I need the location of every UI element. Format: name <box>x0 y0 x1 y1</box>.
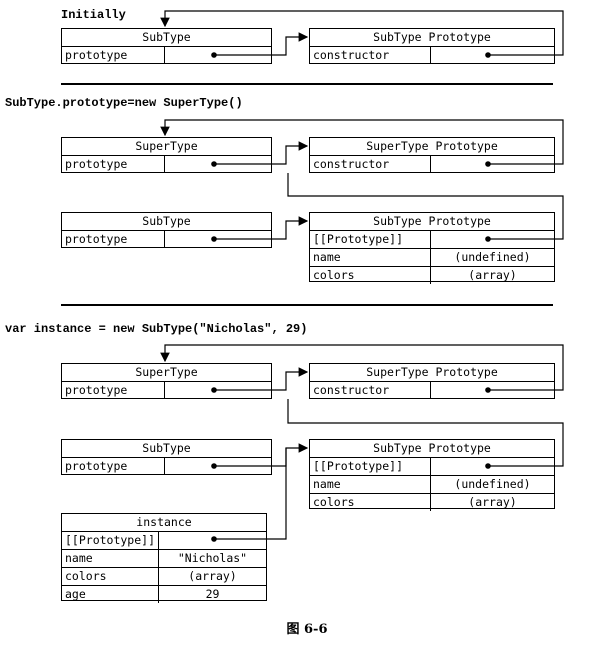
box-title: SuperType Prototype <box>310 364 554 382</box>
field-label: colors <box>310 267 431 284</box>
box-title: SubType <box>62 29 271 47</box>
field-value: "Nicholas" <box>177 551 248 565</box>
field-value: 29 <box>205 587 220 601</box>
box-title: instance <box>62 514 266 532</box>
prototype-pointer <box>214 443 309 467</box>
proto-link-pointer <box>287 173 564 240</box>
field-label: prototype <box>62 231 165 248</box>
subtype-prototype-box: SubType Prototype constructor <box>309 28 555 64</box>
box-title: SuperType <box>62 364 271 382</box>
heading-initially: Initially <box>61 8 126 22</box>
field-label: [[Prototype]] <box>62 532 159 549</box>
subtype-box: SubType prototype <box>61 212 272 248</box>
heading-prototype-assignment: SubType.prototype=new SuperType() <box>5 96 243 110</box>
instance-proto-pointer <box>214 448 287 540</box>
field-label: constructor <box>310 156 431 173</box>
heading-instance-creation: var instance = new SubType("Nicholas", 2… <box>5 322 308 336</box>
field-label: name <box>62 550 159 567</box>
field-label: [[Prototype]] <box>310 458 431 475</box>
field-label: prototype <box>62 458 165 475</box>
field-label: prototype <box>62 156 165 173</box>
proto-link-pointer <box>287 399 564 467</box>
section-divider <box>61 83 553 85</box>
subtype-box: SubType prototype <box>61 439 272 475</box>
field-label: age <box>62 586 159 603</box>
subtype-box: SubType prototype <box>61 28 272 64</box>
box-title: SuperType Prototype <box>310 138 554 156</box>
field-value: (array) <box>468 268 517 282</box>
box-title: SubType <box>62 213 271 231</box>
prototype-pointer <box>214 367 309 391</box>
supertype-prototype-box: SuperType Prototype constructor <box>309 137 555 173</box>
field-label: prototype <box>62 47 165 64</box>
prototype-pointer <box>214 141 309 165</box>
field-label: constructor <box>310 382 431 399</box>
field-value: (undefined) <box>454 477 531 491</box>
box-title: SubType Prototype <box>310 29 554 47</box>
field-label: colors <box>310 494 431 511</box>
supertype-box: SuperType prototype <box>61 137 272 173</box>
field-value: (undefined) <box>454 250 531 264</box>
constructor-pointer <box>160 119 564 165</box>
field-value: (array) <box>188 569 237 583</box>
field-label: colors <box>62 568 159 585</box>
constructor-pointer <box>160 344 564 391</box>
subtype-prototype-box: SubType Prototype [[Prototype]] name (und… <box>309 439 555 511</box>
field-label: name <box>310 249 431 266</box>
box-title: SubType <box>62 440 271 458</box>
field-label: constructor <box>310 47 431 64</box>
supertype-prototype-box: SuperType Prototype constructor <box>309 363 555 399</box>
field-label: prototype <box>62 382 165 399</box>
subtype-prototype-box: SubType Prototype [[Prototype]] name (und… <box>309 212 555 284</box>
field-label: name <box>310 476 431 493</box>
prototype-pointer <box>214 32 309 56</box>
section-divider <box>61 304 553 306</box>
figure-caption: 图 6-6 <box>286 622 328 637</box>
box-title: SuperType <box>62 138 271 156</box>
instance-box: instance [[Prototype]] name "Nicholas" co… <box>61 513 267 603</box>
box-title: SubType Prototype <box>310 440 554 458</box>
supertype-box: SuperType prototype <box>61 363 272 399</box>
constructor-pointer <box>160 10 564 56</box>
prototype-pointer <box>214 216 309 240</box>
box-title: SubType Prototype <box>310 213 554 231</box>
field-label: [[Prototype]] <box>310 231 431 248</box>
field-value: (array) <box>468 495 517 509</box>
